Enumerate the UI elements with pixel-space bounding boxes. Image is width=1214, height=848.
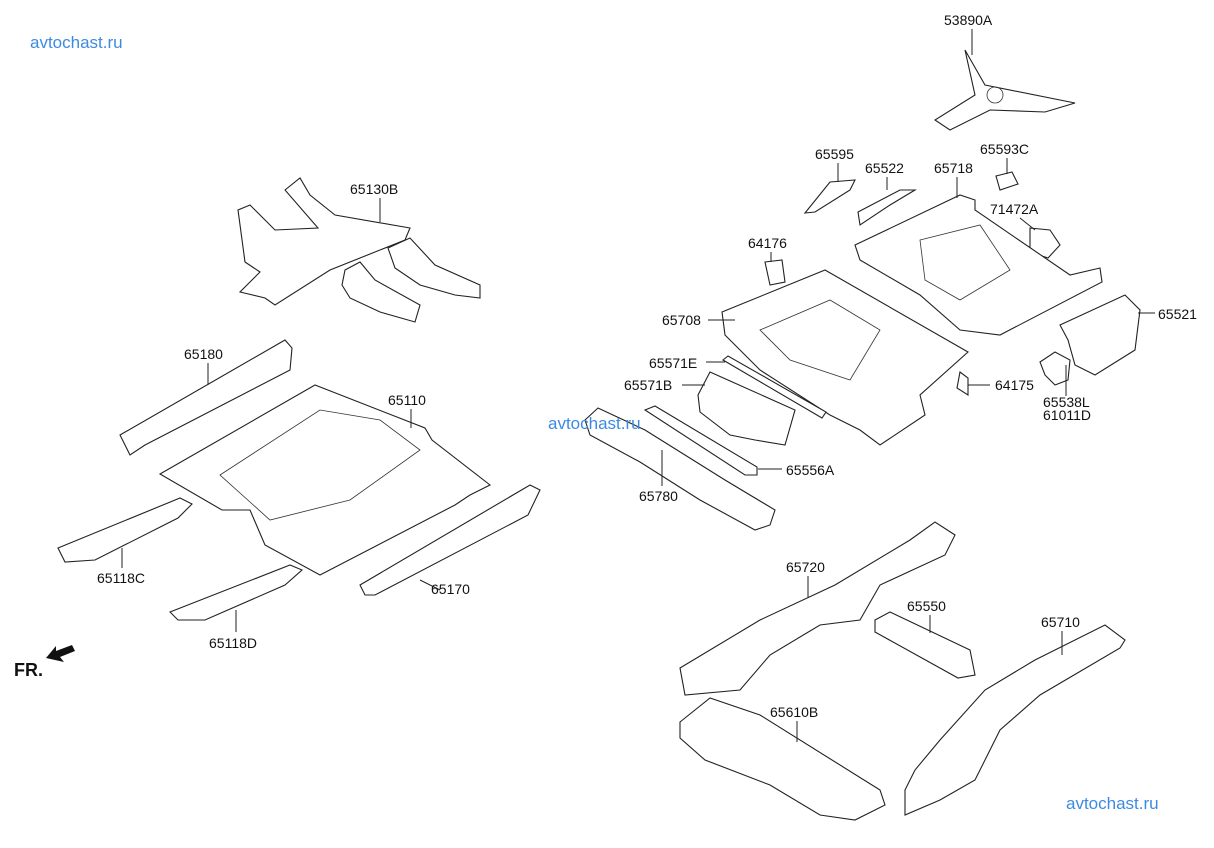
label-65593C: 65593C (980, 141, 1030, 157)
part-65550 (874, 611, 976, 679)
label-65610B: 65610B (770, 704, 819, 720)
label-65521: 65521 (1158, 306, 1197, 322)
label-65550: 65550 (907, 598, 946, 614)
part-65521 (1059, 294, 1141, 376)
label-65118D: 65118D (209, 635, 258, 651)
part-65522 (857, 189, 917, 226)
label-65538L: 65538L (1043, 394, 1090, 410)
leader-lines (121, 29, 1155, 742)
part-65170 (359, 484, 541, 596)
label-61011D: 61011D (1043, 407, 1092, 423)
label-65118C: 65118C (97, 570, 146, 586)
label-65110: 65110 (388, 392, 426, 408)
part-65180 (119, 339, 293, 456)
front-direction-label: FR. (14, 660, 43, 680)
part-65110 (158, 384, 492, 576)
part-64175 (956, 371, 969, 397)
label-65130B: 65130B (350, 181, 399, 197)
part-64176 (764, 259, 786, 286)
label-53890A: 53890A (944, 12, 993, 28)
label-65556A: 65556A (786, 462, 835, 478)
label-65170: 65170 (431, 581, 470, 597)
part-65556A (643, 405, 758, 476)
label-65180: 65180 (184, 346, 223, 362)
part-65571B (697, 371, 796, 446)
part-65118C (57, 497, 193, 563)
part-65118D (169, 564, 304, 621)
part-53890A (933, 49, 1076, 131)
label-65708: 65708 (662, 312, 701, 328)
part-65718 (854, 194, 1103, 336)
part-65720 (679, 521, 956, 696)
label-65571B: 65571B (624, 377, 673, 393)
label-65710: 65710 (1041, 614, 1080, 630)
part-65780 (584, 407, 776, 531)
part-65130B (237, 177, 481, 323)
label-64175: 64175 (995, 377, 1034, 393)
label-65718: 65718 (934, 160, 973, 176)
part-65571E (722, 355, 827, 419)
part-65610B (679, 697, 886, 821)
label-64176: 64176 (748, 235, 787, 251)
label-65595: 65595 (815, 146, 854, 162)
label-65780: 65780 (639, 488, 678, 504)
part-65710 (904, 624, 1126, 816)
part-65593C (995, 171, 1019, 191)
label-65522: 65522 (865, 160, 904, 176)
watermark-center: avtochast.ru (548, 414, 641, 433)
part-65708 (721, 269, 969, 446)
arrow-front-left-icon (46, 645, 75, 662)
label-65720: 65720 (786, 559, 825, 575)
watermark-top-left: avtochast.ru (30, 33, 123, 52)
watermark-bottom-right: avtochast.ru (1066, 794, 1159, 813)
label-71472A: 71472A (990, 201, 1039, 217)
label-65571E: 65571E (649, 355, 698, 371)
part-65595 (803, 179, 856, 214)
part-65538L (1039, 351, 1071, 386)
